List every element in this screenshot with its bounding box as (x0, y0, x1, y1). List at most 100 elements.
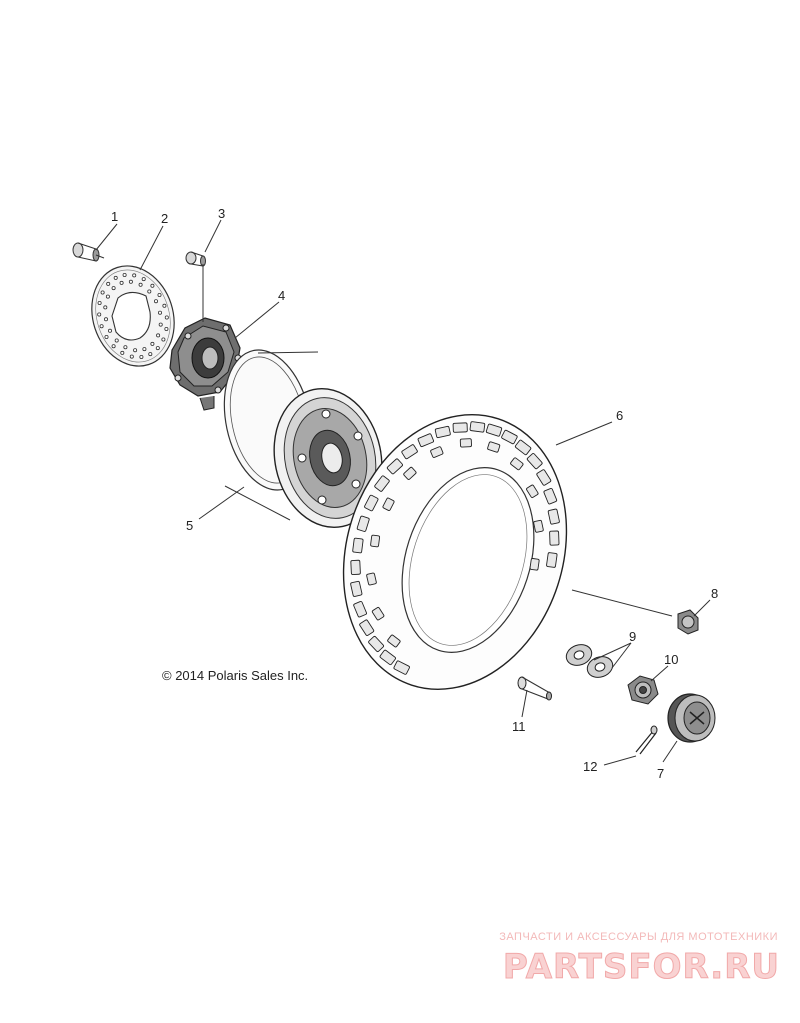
disc-hole (133, 348, 138, 353)
tread-lug (533, 519, 544, 533)
part-11-stud (517, 676, 552, 701)
part-6-tire (342, 414, 568, 690)
disc-hole (157, 292, 162, 297)
tread-lug (526, 453, 543, 470)
callout-3: 3 (218, 206, 225, 221)
tread-lug (393, 660, 410, 675)
callout-7: 7 (657, 766, 664, 781)
watermark-tagline: ЗАПЧАСТИ И АКСЕССУАРЫ ДЛЯ МОТОТЕХНИКИ (499, 931, 778, 943)
disc-hole (106, 281, 111, 286)
tread-lug (386, 458, 403, 475)
tread-lug (359, 619, 375, 636)
disc-hole (104, 317, 109, 322)
disc-hole (139, 354, 144, 359)
disc-hole (113, 275, 118, 280)
tread-lug (387, 634, 401, 648)
tread-lug (350, 580, 363, 597)
tread-lug (529, 558, 540, 571)
tread-lug (374, 475, 390, 492)
copyright-notice: © 2014 Polaris Sales Inc. (162, 668, 308, 683)
disc-hole (111, 286, 116, 291)
tread-lug (350, 559, 361, 575)
disc-hole (141, 277, 146, 282)
tread-lug (536, 469, 552, 486)
leader-lines (95, 219, 711, 766)
part-2-brake-disc (91, 265, 175, 367)
tread-lug (501, 429, 518, 445)
tread-lug (510, 457, 524, 471)
disc-hole (104, 334, 109, 339)
tread-lug (487, 441, 501, 453)
part-4-hub (169, 317, 242, 411)
callout-4: 4 (278, 288, 285, 303)
tread-lug (379, 649, 396, 666)
disc-hole (142, 347, 147, 352)
callout-numbers: 1 2 3 4 5 6 7 8 9 10 11 12 (111, 206, 718, 781)
tread-lug (382, 497, 395, 511)
callout-11: 11 (512, 719, 526, 734)
disc-hole (108, 328, 113, 333)
disc-hole (157, 310, 162, 315)
tread-lug (514, 439, 532, 456)
tread-lug (352, 537, 364, 554)
callout-2: 2 (161, 211, 168, 226)
disc-hole (138, 282, 143, 287)
tread-lug (549, 530, 560, 546)
callout-6: 6 (616, 408, 623, 423)
disc-hole (164, 326, 169, 331)
tread-lug (364, 494, 379, 512)
tread-lug (356, 515, 370, 532)
callout-5: 5 (186, 518, 193, 533)
disc-hole (99, 324, 104, 329)
part-7-hub-cap (667, 693, 716, 743)
part-5-rim (223, 349, 383, 529)
part-12-cotter-pin (635, 725, 658, 755)
disc-hole (129, 354, 134, 359)
disc-hole (148, 352, 153, 357)
tread-lug (403, 466, 417, 480)
part-8-lug-nut (677, 609, 699, 635)
disc-hole (122, 272, 127, 277)
callout-9: 9 (629, 629, 636, 644)
tread-lug (547, 508, 560, 525)
disc-hole (150, 341, 155, 346)
disc-hole (114, 338, 119, 343)
disc-vent-holes (97, 272, 169, 359)
watermark-logo: PARTSFOR.RU (503, 947, 780, 987)
disc-hole (97, 300, 102, 305)
disc-hole (161, 337, 166, 342)
disc-hole (119, 280, 124, 285)
disc-hole (162, 303, 167, 308)
tread-lug (485, 423, 503, 437)
tread-lug (459, 438, 472, 448)
tread-lug (368, 635, 384, 653)
tread-lug (353, 601, 367, 618)
tread-lug (452, 422, 468, 433)
disc-hole (153, 299, 158, 304)
disc-hole (147, 289, 152, 294)
tread-lug (526, 484, 539, 498)
tread-lug (546, 552, 558, 568)
tread-lug (469, 421, 486, 433)
tire-tread-lugs (350, 421, 560, 675)
tread-lug (543, 488, 558, 505)
callout-10: 10 (664, 652, 678, 667)
tread-lug (366, 572, 377, 586)
part-10-castle-nut (627, 675, 659, 705)
tread-lug (371, 607, 385, 621)
part-9-washers (565, 644, 614, 678)
disc-hole (120, 350, 125, 355)
callout-12: 12 (583, 759, 597, 774)
disc-hole (111, 344, 116, 349)
disc-hole (97, 312, 102, 317)
tread-lug (401, 444, 418, 460)
callout-1: 1 (111, 209, 118, 224)
disc-hole (164, 315, 169, 320)
disc-hole (128, 279, 133, 284)
tread-lug (370, 534, 381, 548)
disc-hole (103, 305, 108, 310)
watermark: ЗАПЧАСТИ И АКСЕССУАРЫ ДЛЯ МОТОТЕХНИКИ PA… (499, 931, 780, 988)
part-1-bolt (72, 242, 105, 262)
disc-hole (105, 294, 110, 299)
